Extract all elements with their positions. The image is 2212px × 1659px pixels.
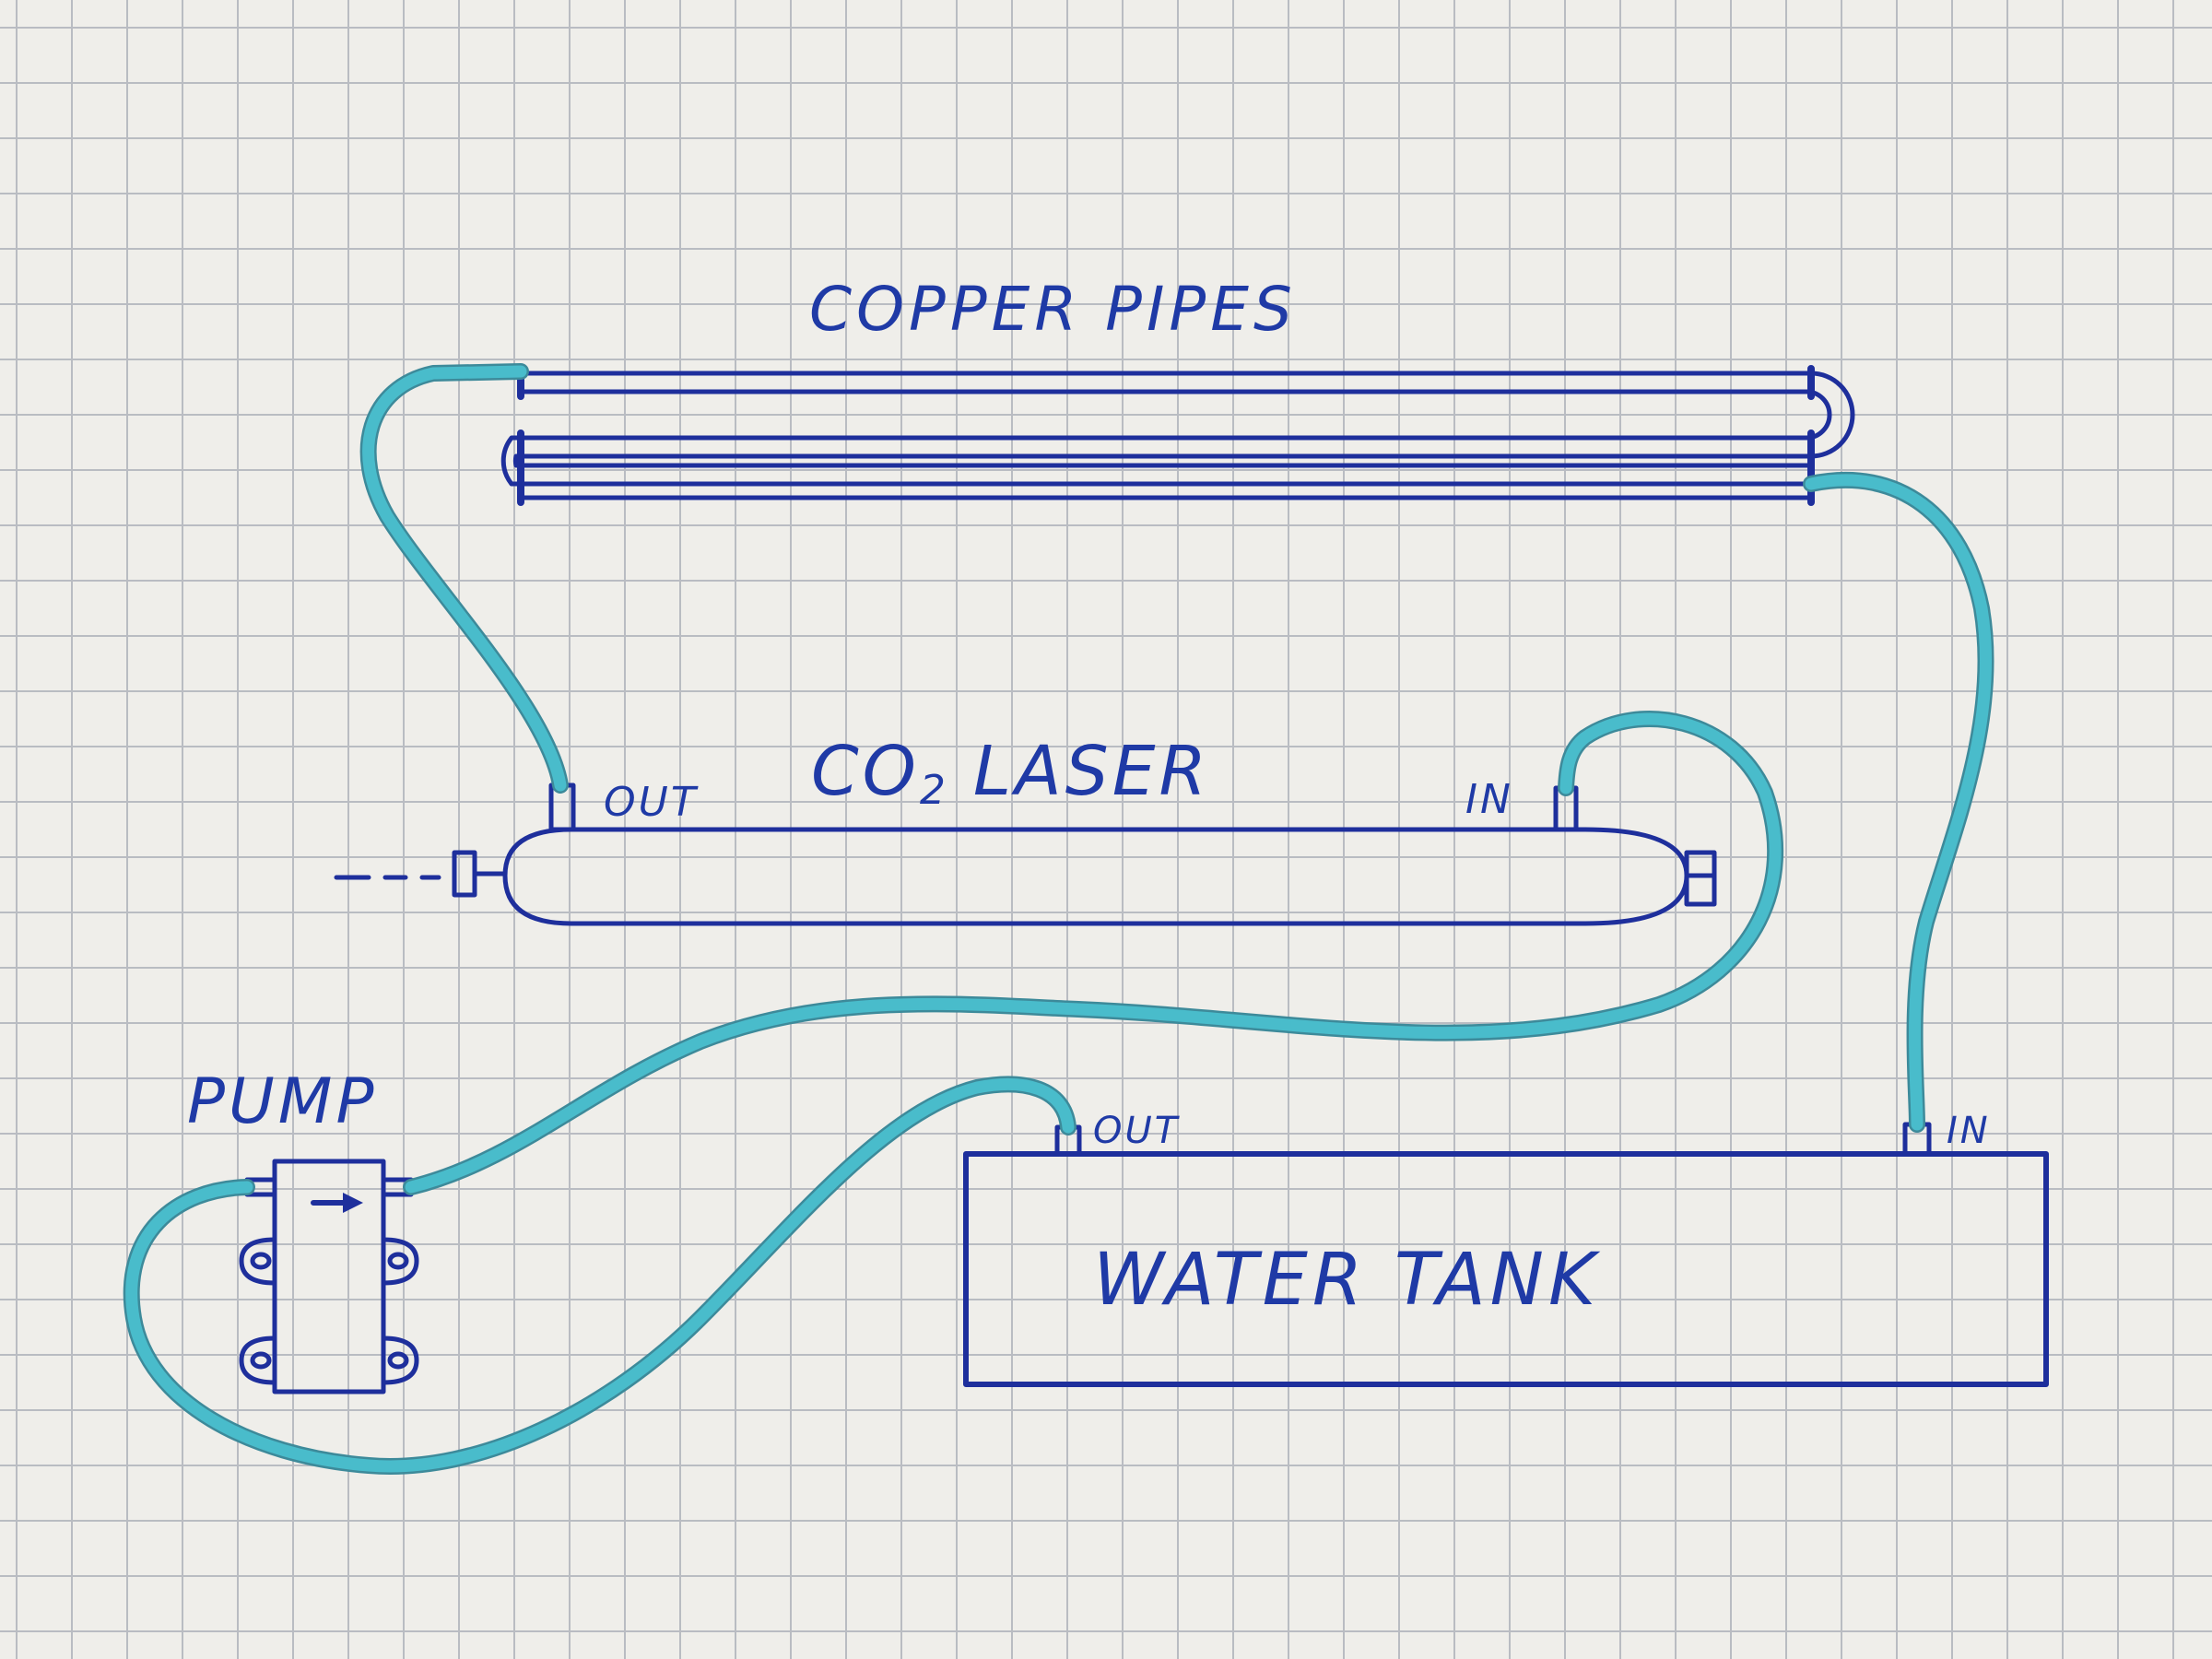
- water-tank-label: WATER TANK: [1093, 1239, 1601, 1322]
- hose-copper-to-tank: [1805, 474, 1993, 1131]
- copper-pipe-end-marks: [517, 365, 1815, 506]
- laser-tube-body: [502, 827, 1689, 926]
- laser-in-label: IN: [1465, 776, 1513, 823]
- co2-laser-label: CO2 LASER: [811, 732, 1210, 814]
- water-tank-body: [963, 1151, 2049, 1387]
- copper-pipes-label: COPPER PIPES: [809, 274, 1297, 345]
- right-arrow-icon-head: [343, 1193, 363, 1213]
- pump-mount-left-top: [239, 1237, 277, 1286]
- copper-pipes: [500, 365, 1855, 506]
- laser-right-end-cap: [1684, 850, 1717, 907]
- pump-mount-hole: [387, 1351, 409, 1370]
- hose-pump-to-laser: [405, 712, 1782, 1194]
- co2-laser-tube: [334, 782, 1717, 926]
- copper-pipe-lower-outer-line: [500, 435, 1814, 487]
- hose-tank-to-pump: [125, 1077, 1075, 1473]
- pump-mount-hole: [250, 1252, 272, 1270]
- pump-mount-right-top: [381, 1237, 419, 1286]
- laser-out-label: OUT: [604, 779, 699, 826]
- tank-in-label: IN: [1947, 1110, 1991, 1152]
- co2-laser-label-subscript: 2: [920, 767, 949, 814]
- hose-tank-to-pump-edge: [123, 1076, 1077, 1475]
- cooling-hoses: [123, 363, 1994, 1475]
- hose-laser-to-copper: [362, 365, 567, 792]
- pump: [239, 1159, 419, 1394]
- copper-pipe-outer-line: [518, 371, 1855, 459]
- tank-out-label: OUT: [1093, 1110, 1181, 1152]
- pump-mount-right-bottom: [381, 1335, 419, 1385]
- pump-label: PUMP: [187, 1065, 377, 1138]
- pump-body: [272, 1159, 386, 1394]
- laser-left-end-cap: [452, 850, 477, 898]
- pump-mount-left-bottom: [239, 1335, 277, 1385]
- co2-laser-label-prefix: CO: [811, 732, 920, 811]
- pump-mount-hole: [250, 1351, 272, 1370]
- pump-mount-hole: [387, 1252, 409, 1270]
- copper-pipe-lower-inner-line: [512, 453, 1814, 468]
- co2-laser-label-suffix: LASER: [973, 732, 1210, 811]
